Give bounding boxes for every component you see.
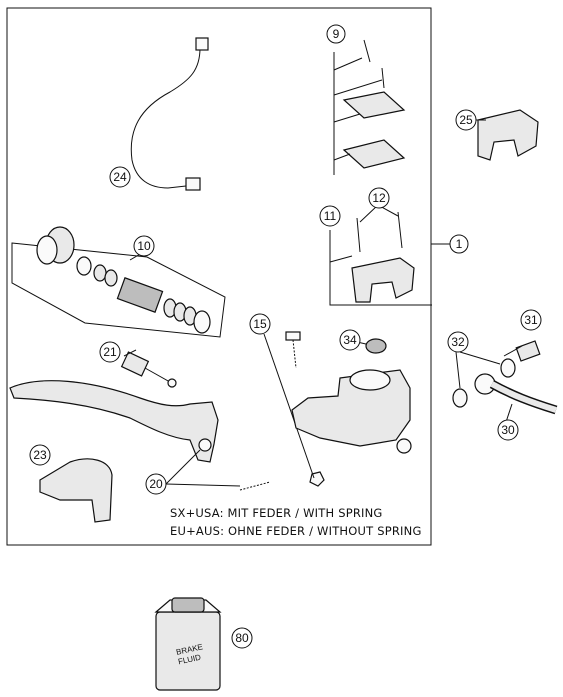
callout-15-label: 15 <box>253 317 267 331</box>
callout-9: 9 <box>326 24 346 44</box>
callout-32: 32 <box>447 331 469 353</box>
part-32-sealing-washer <box>452 351 516 408</box>
callout-80: 80 <box>231 627 253 649</box>
brake-fluid-can: BRAKE FLUID <box>154 597 222 691</box>
callout-20-label: 20 <box>149 477 163 491</box>
part-25-clamp <box>477 109 539 161</box>
callout-31: 31 <box>520 309 542 331</box>
part-24-brake-switch-cable <box>130 37 209 191</box>
callout-11-label: 11 <box>324 209 337 223</box>
callout-34: 34 <box>339 329 361 351</box>
callout-12: 12 <box>368 187 390 209</box>
part-23-lever-cover <box>39 458 113 523</box>
callout-21: 21 <box>99 341 121 363</box>
callout-21-label: 21 <box>103 345 117 359</box>
note-without-spring: EU+AUS: OHNE FEDER / WITHOUT SPRING <box>170 524 422 538</box>
part-9-reservoir-cover-kit <box>333 39 406 175</box>
callout-23-label: 23 <box>33 448 47 462</box>
callout-24-label: 24 <box>113 170 127 184</box>
part-11-clamp-kit <box>329 211 432 306</box>
callout-10-label: 10 <box>137 239 151 253</box>
callout-30: 30 <box>497 419 519 441</box>
master-cylinder-body <box>291 369 412 454</box>
callout-12-label: 12 <box>372 191 386 205</box>
assembly-frame <box>6 7 432 546</box>
part-31-banjo-bolt <box>515 340 541 362</box>
callout-25: 25 <box>455 109 477 131</box>
callout-1: 1 <box>449 234 469 254</box>
callout-11: 11 <box>319 205 341 227</box>
callout-80-label: 80 <box>235 631 249 645</box>
callout-31-label: 31 <box>524 313 538 327</box>
callout-25-label: 25 <box>459 113 473 127</box>
part-21-adjuster <box>120 351 177 388</box>
callout-24: 24 <box>109 166 131 188</box>
callout-23: 23 <box>29 444 51 466</box>
callout-30-label: 30 <box>501 423 515 437</box>
part-10-piston-kit <box>11 226 226 338</box>
callout-34-label: 34 <box>343 333 357 347</box>
part-34-cap <box>365 338 387 354</box>
part-15-pivot-bolt <box>263 331 325 487</box>
callouts: 1 9 10 11 12 15 20 21 23 24 25 30 31 32 … <box>29 24 542 649</box>
callout-9-label: 9 <box>333 27 340 41</box>
note-with-spring: SX+USA: MIT FEDER / WITH SPRING <box>170 506 383 520</box>
part-30-brake-hose <box>474 373 558 415</box>
callout-32-label: 32 <box>451 335 465 349</box>
callout-1-label: 1 <box>456 237 463 251</box>
callout-20: 20 <box>145 473 167 495</box>
callout-15: 15 <box>249 313 271 335</box>
part-20-hand-lever <box>9 380 271 491</box>
callout-10: 10 <box>133 235 155 257</box>
